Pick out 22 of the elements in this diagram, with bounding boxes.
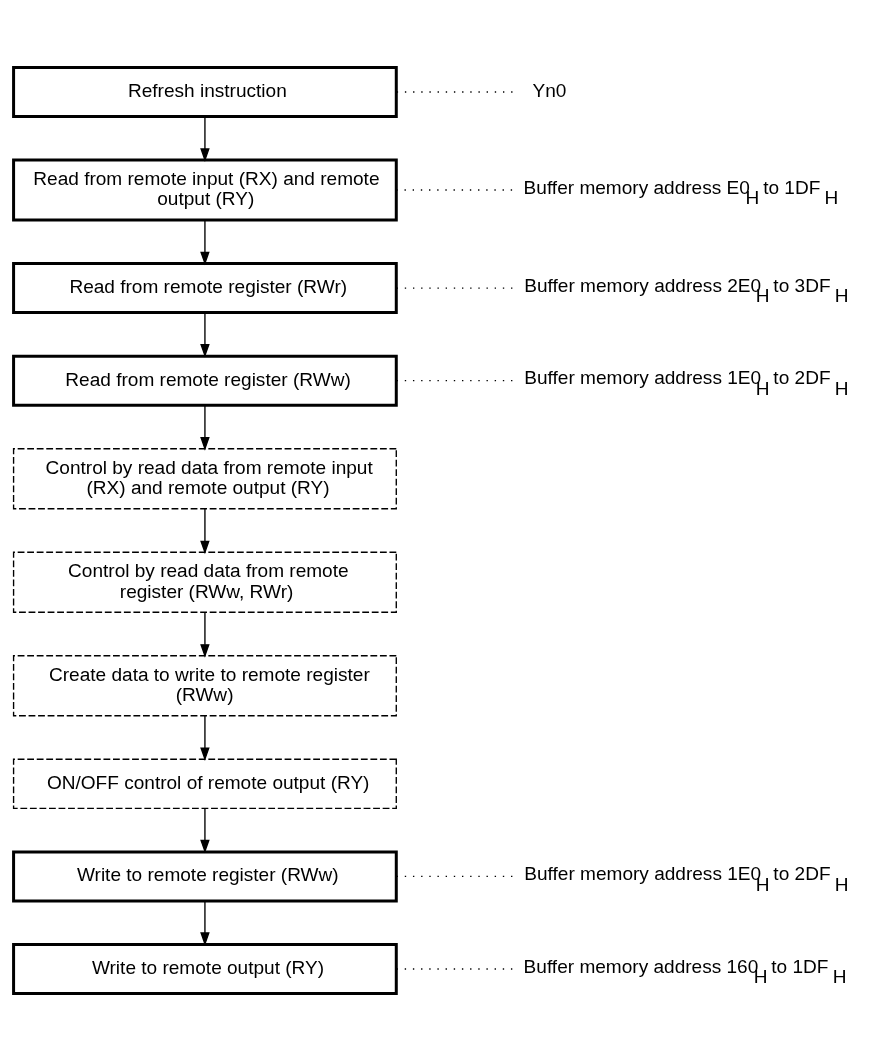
arrow xyxy=(200,404,210,451)
node-box: Refresh instruction xyxy=(12,65,398,118)
node-box: ON/OFF control of remote output (RY) xyxy=(12,758,397,809)
arrow xyxy=(200,508,210,555)
connector xyxy=(395,875,514,878)
connector xyxy=(395,380,514,382)
arrow xyxy=(200,312,210,358)
node-box: Read from remote register (RWr) xyxy=(12,262,398,315)
node-box: Read from remote register (RWw) xyxy=(12,354,398,407)
node-text: Yn0 xyxy=(532,80,567,101)
node-box: Control by read data from remote input (RX) and remote output (RY) xyxy=(12,448,397,510)
node-box: Control by read data from remote register (RWw, RWr) xyxy=(12,551,397,613)
node-box: Create data to write to remote register (RWw) xyxy=(12,655,397,717)
node-box: Write to remote register (RWw) xyxy=(12,850,398,903)
arrow xyxy=(200,116,210,162)
arrow xyxy=(200,900,210,946)
node-box: Read from remote input (RX) and remote output (RY) xyxy=(12,158,398,222)
arrow xyxy=(200,808,210,854)
arrow xyxy=(200,219,210,266)
node-box: Write to remote output (RY) xyxy=(12,943,398,996)
arrow xyxy=(200,715,210,762)
arrow xyxy=(200,611,210,658)
